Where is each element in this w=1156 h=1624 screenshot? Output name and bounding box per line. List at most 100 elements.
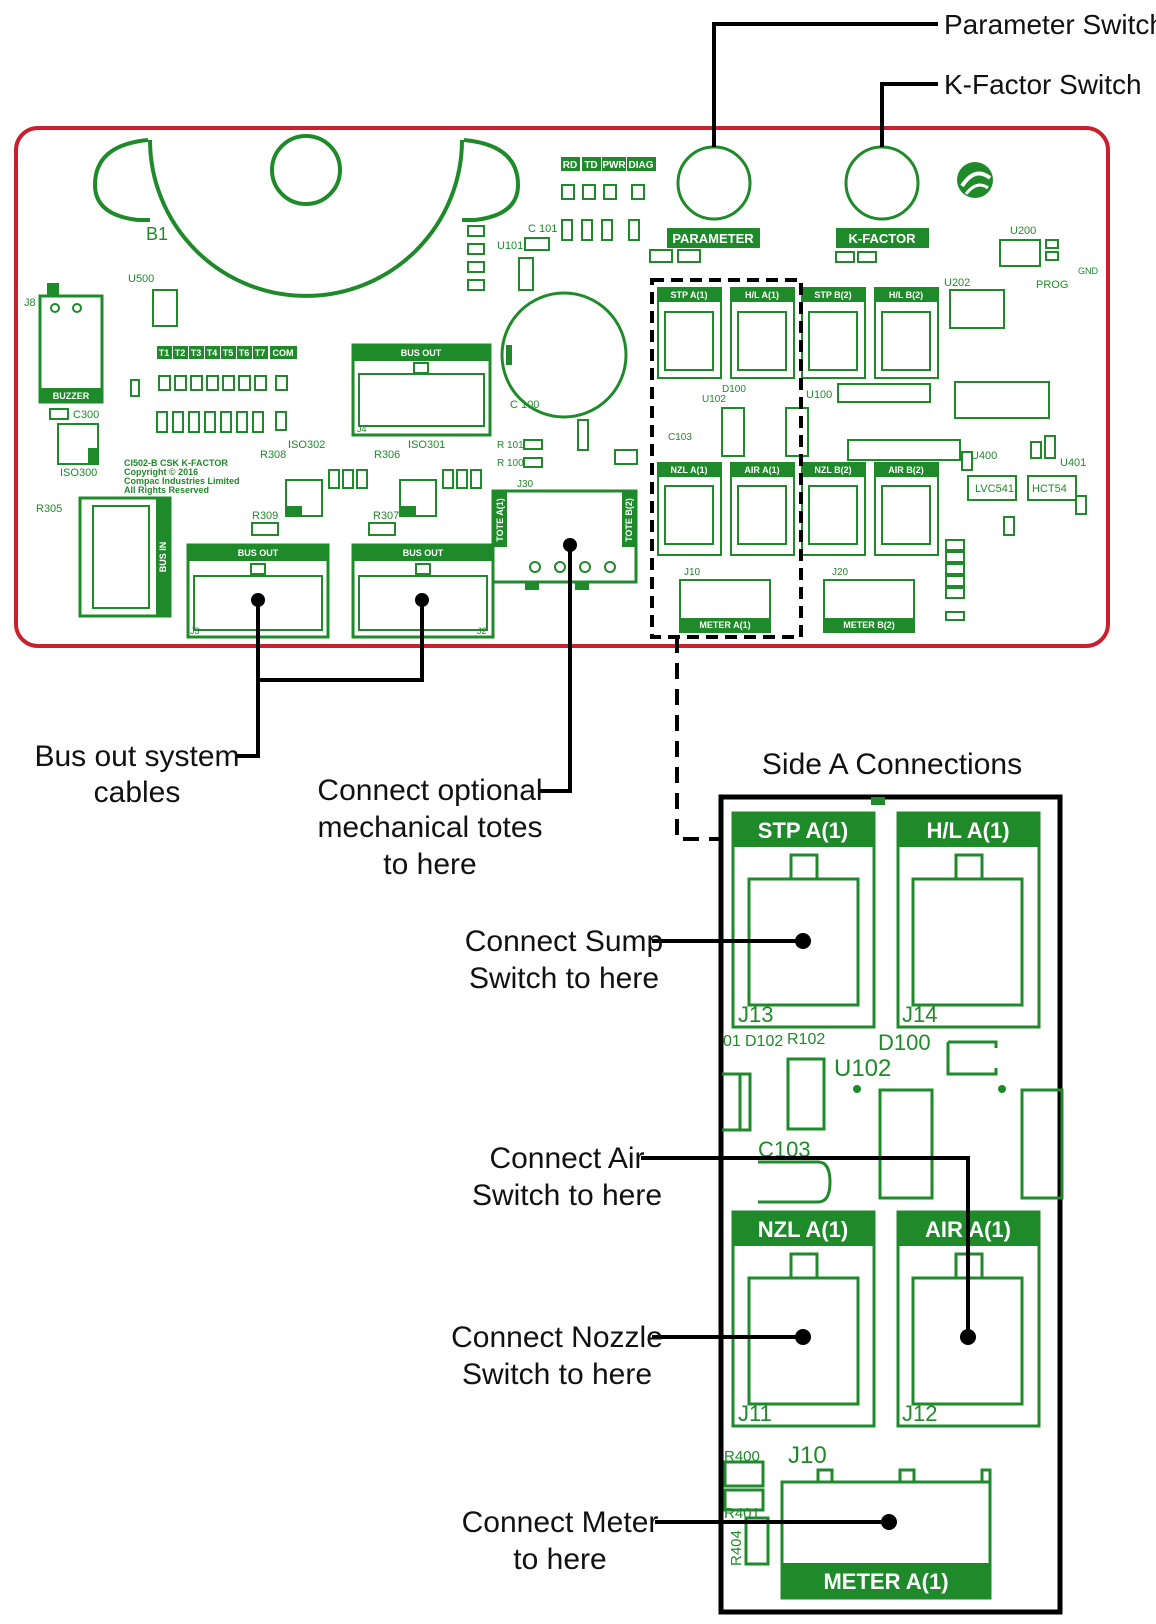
d101-label: 01 (723, 1033, 741, 1050)
u102-small-label: U102 (702, 394, 726, 405)
r401-label: R401 (724, 1505, 760, 1522)
meter-a-small-label: METER A(1) (699, 620, 750, 630)
nzl-a-small-label: NZL A(1) (671, 465, 708, 475)
bus-out-j2-label: BUS OUT (403, 548, 444, 558)
nzl-a-connector[interactable] (731, 1210, 876, 1428)
air-b-connector[interactable] (874, 462, 939, 556)
air-callout-line1: Connect Air (489, 1142, 644, 1175)
u202-label: U202 (944, 277, 970, 289)
led-label-pwr: PWR (602, 160, 626, 171)
buzzer (38, 294, 104, 404)
j8-label: J8 (24, 297, 36, 309)
u102-label: U102 (834, 1055, 891, 1082)
d102-label: D102 (745, 1033, 783, 1050)
hl-a-label: H/L A(1) (926, 818, 1009, 843)
iso301-label: ISO301 (408, 439, 445, 451)
port-t3: T3 (191, 348, 202, 358)
c100-label: C 100 (510, 399, 539, 411)
port-com: COM (273, 348, 294, 358)
bus-out-leader (236, 600, 424, 758)
lvc541-label: LVC541 (975, 483, 1014, 495)
coin-cell-c100 (500, 291, 628, 419)
r100-label: R 100 (497, 458, 524, 469)
totes-callout-line3: to here (383, 848, 476, 881)
u100-label: U100 (806, 389, 832, 401)
parameter-switch-callout: Parameter Switch (944, 9, 1156, 40)
meter-b-label: METER B(2) (843, 620, 895, 630)
zoom-link (675, 637, 720, 841)
meter-a-connector[interactable] (780, 1468, 992, 1600)
bus-out-callout-line1: Bus out system (34, 740, 239, 773)
hl-b-connector[interactable] (874, 287, 939, 379)
parameter-label-bg (667, 228, 760, 248)
j4-label: J4 (357, 424, 367, 434)
r309-label: R309 (252, 510, 278, 522)
hl-b-label: H/L B(2) (889, 290, 923, 300)
u500-label: U500 (128, 273, 154, 285)
prog-label: PROG (1036, 279, 1068, 291)
r101-label: R 101 (497, 440, 524, 451)
sump-callout-line1: Connect Sump (465, 925, 663, 958)
bus-out-j3-label: BUS OUT (238, 548, 279, 558)
port-t1: T1 (159, 348, 170, 358)
j2-label: J2 (477, 626, 487, 636)
j10-label: J10 (788, 1442, 827, 1469)
compac-logo-icon (957, 162, 993, 198)
meter-a-connector-small[interactable] (679, 579, 771, 633)
iso302-label: ISO302 (288, 439, 325, 451)
r102-label: R102 (787, 1031, 825, 1048)
u401-label: U401 (1060, 457, 1086, 469)
parameter-switch[interactable] (676, 145, 752, 221)
tote-a-label: TOTE A(1) (495, 498, 505, 542)
meter-b-connector[interactable] (823, 579, 915, 633)
stp-a-connector[interactable] (731, 811, 876, 1029)
nzl-b-label: NZL B(2) (814, 465, 851, 475)
hl-a-small-label: H/L A(1) (745, 290, 779, 300)
nzl-a-connector-small[interactable] (657, 462, 722, 556)
totes-leader (538, 545, 572, 793)
led-row: RD TD PWR DIAG (561, 157, 656, 241)
bus-in-label: BUS IN (158, 542, 168, 573)
c101-label: C 101 (528, 223, 557, 235)
port-t6: T6 (239, 348, 250, 358)
bus-out-j4-label: BUS OUT (401, 348, 442, 358)
air-leader (641, 1156, 970, 1337)
led-label-td: TD (584, 160, 597, 171)
gnd-label: GND (1078, 266, 1099, 276)
parameter-leader (712, 22, 938, 147)
stp-b-label: STP B(2) (814, 290, 851, 300)
j3-label: J3 (190, 626, 200, 636)
copyright-line4: All Rights Reserved (124, 485, 209, 495)
hl-a-connector-small[interactable] (730, 287, 795, 379)
hl-a-connector[interactable] (896, 811, 1041, 1029)
stp-b-connector[interactable] (801, 287, 866, 379)
air-callout-line2: Switch to here (472, 1179, 662, 1212)
u400-label: U400 (971, 450, 997, 462)
kfactor-switch[interactable] (844, 145, 920, 221)
meter-callout-line2: to here (513, 1543, 606, 1576)
buzzer-label: BUZZER (53, 391, 90, 401)
led-label-rd: RD (563, 160, 577, 171)
kfactor-label: K-FACTOR (849, 231, 917, 246)
d100-label: D100 (878, 1030, 931, 1055)
stp-a-small-label: STP A(1) (670, 290, 707, 300)
battery-holder-b1 (92, 134, 521, 298)
port-t4: T4 (207, 348, 218, 358)
stp-a-connector-small[interactable] (657, 287, 722, 379)
air-a-connector-small[interactable] (730, 462, 795, 556)
port-t7: T7 (255, 348, 266, 358)
hct54-label: HCT54 (1032, 483, 1067, 495)
r308-label: R308 (260, 449, 286, 461)
bus-out-callout-line2: cables (94, 776, 181, 809)
kfactor-switch-callout: K-Factor Switch (944, 69, 1142, 100)
meter-a-label: METER A(1) (823, 1569, 948, 1594)
copyright-line1: CI502-B CSK K-FACTOR (124, 458, 228, 468)
copyright-line3: Compac Industries Limited (124, 476, 240, 486)
j14-label: J14 (902, 1002, 937, 1027)
side-a-highlight (650, 278, 803, 639)
c300-label: C300 (73, 409, 99, 421)
totes-callout-line2: mechanical totes (317, 811, 542, 844)
nzl-b-connector[interactable] (801, 462, 866, 556)
j20-label: J20 (832, 567, 849, 578)
